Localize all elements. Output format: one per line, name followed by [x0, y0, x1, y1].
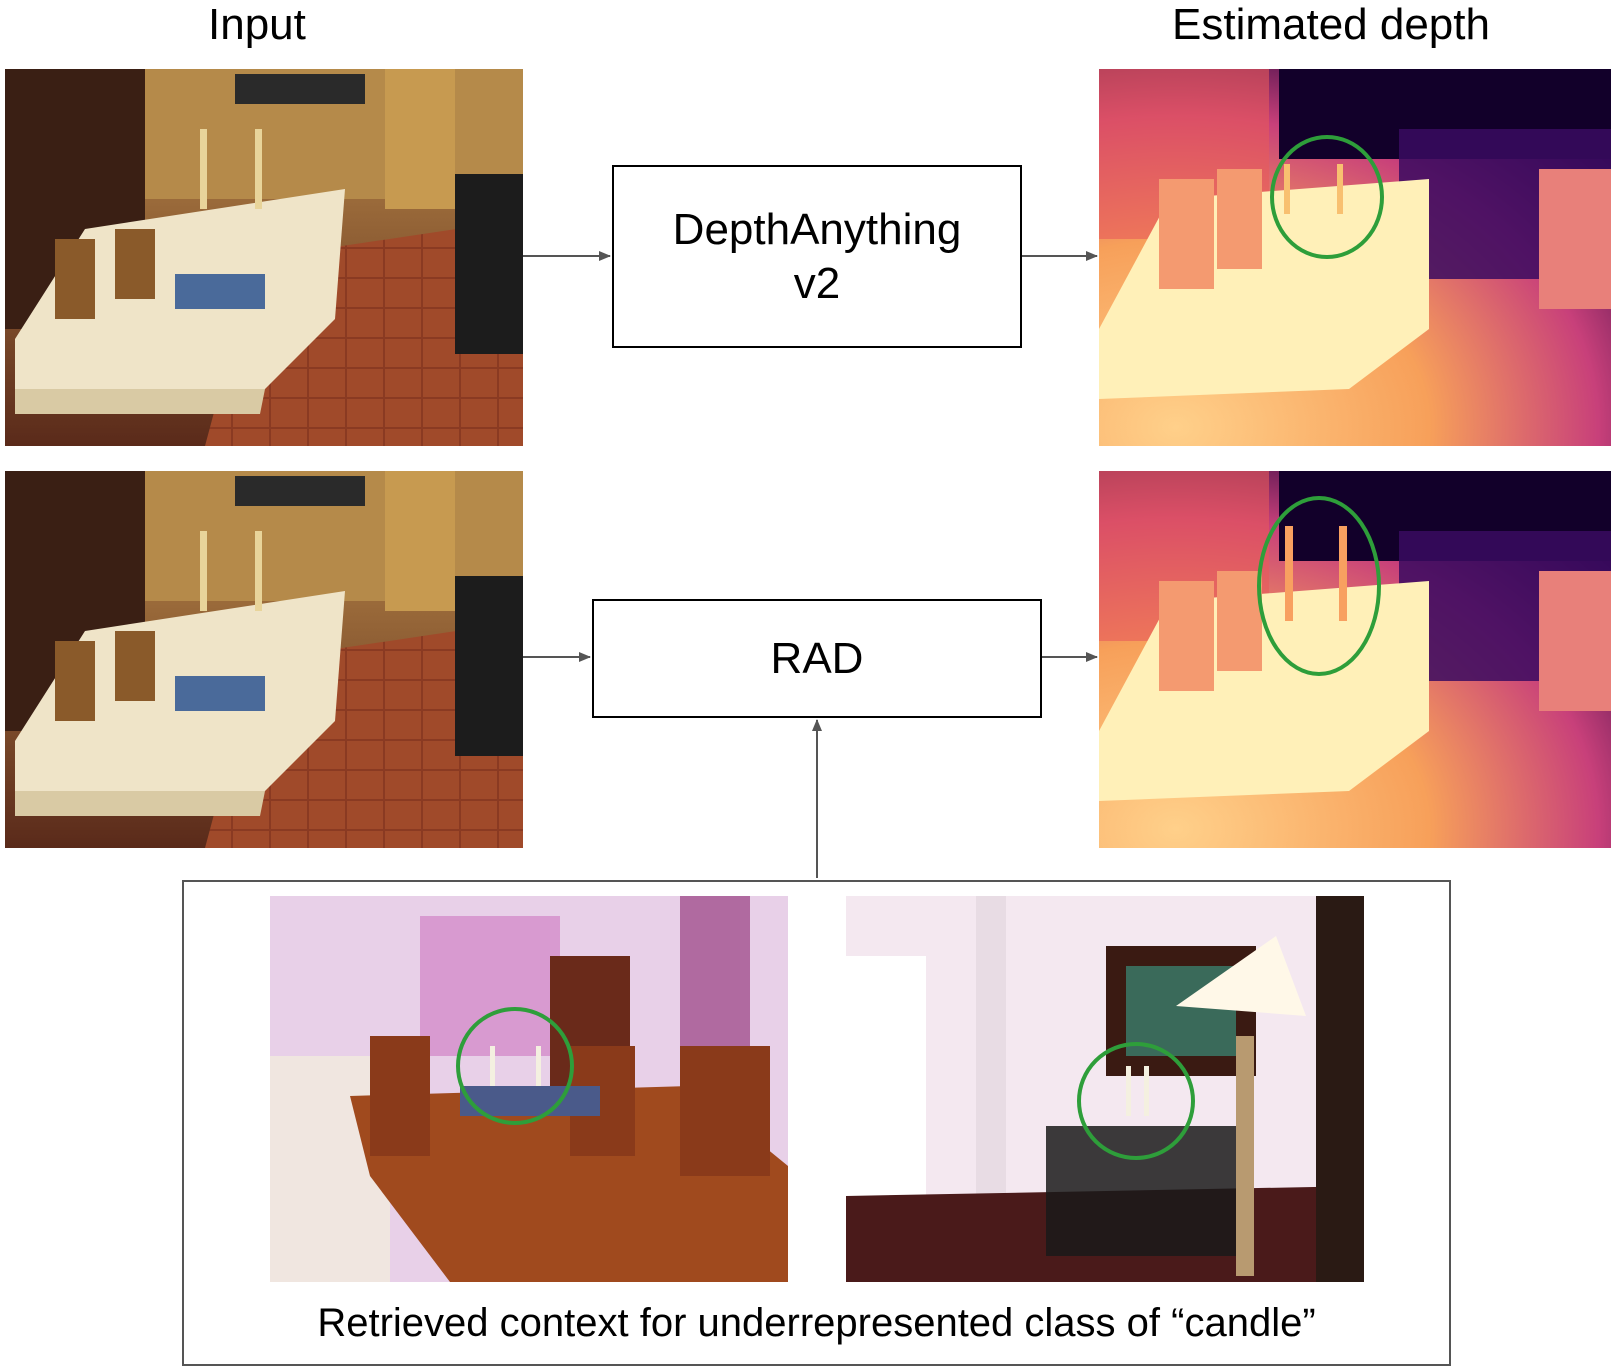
context-caption: Retrieved context for underrepresented c…	[317, 1301, 1316, 1345]
circle-highlight-icon	[1257, 496, 1381, 676]
circle-highlight-icon	[456, 1007, 574, 1125]
depth-map-bottom	[1099, 471, 1611, 848]
depthanything-v2-label: DepthAnything v2	[672, 204, 962, 308]
rad-box: RAD	[592, 599, 1042, 718]
depth-map-top	[1099, 69, 1611, 446]
rad-label: RAD	[770, 633, 864, 683]
input-image-top	[5, 69, 523, 446]
circle-highlight-icon	[1077, 1042, 1195, 1160]
circle-highlight-icon	[1270, 135, 1384, 259]
retrieved-context-panel: Retrieved context for underrepresented c…	[182, 880, 1451, 1366]
context-image-dining-room	[270, 896, 788, 1282]
output-heading: Estimated depth	[1172, 0, 1490, 49]
depthanything-v2-box: DepthAnything v2	[612, 165, 1022, 348]
context-image-hallway	[846, 896, 1364, 1282]
input-heading: Input	[208, 0, 306, 49]
input-image-bottom	[5, 471, 523, 848]
